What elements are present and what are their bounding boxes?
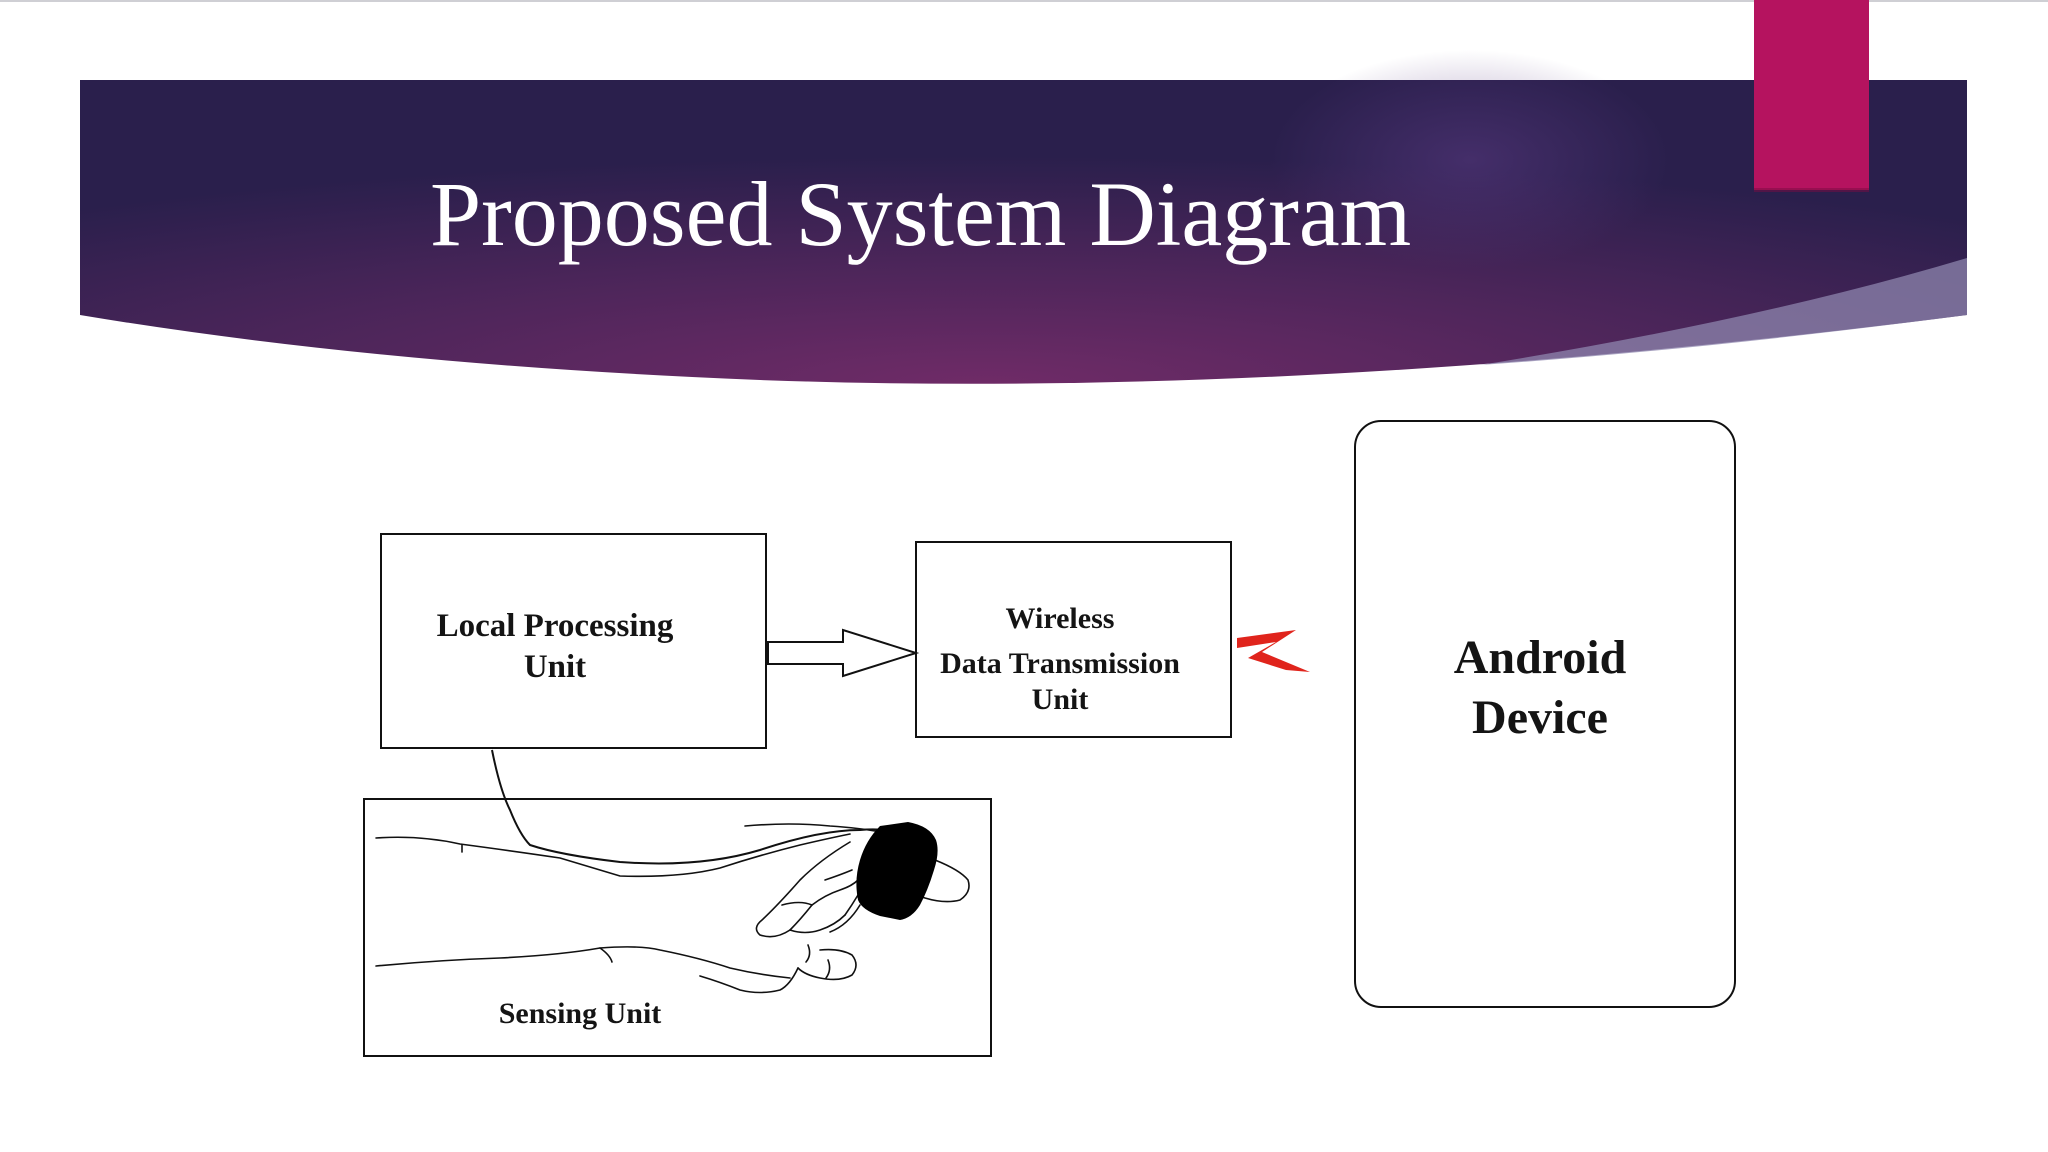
- sensing-unit-label: Sensing Unit: [498, 997, 662, 1030]
- slide-title: Proposed System Diagram: [430, 163, 1412, 265]
- hollow-arrow-right: [767, 628, 920, 678]
- data-transmission-unit-label: Data Transmission Unit: [920, 646, 1200, 718]
- top-border-line: [0, 0, 2048, 2]
- local-processing-unit-label: Local Processing Unit: [380, 606, 730, 689]
- data-transmission-unit-text: Data Transmission Unit: [940, 647, 1180, 716]
- local-processing-unit-text: Local Processing Unit: [436, 608, 674, 686]
- local-processing-unit-box: [380, 533, 767, 749]
- android-device-label: Android Device: [1360, 628, 1720, 748]
- finger-sensor: [856, 822, 938, 920]
- android-device-box: [1354, 420, 1736, 1008]
- sensing-unit-box: [363, 798, 992, 1057]
- banner-glow: [1270, 50, 1670, 270]
- lightning-bolt-icon: [1237, 630, 1310, 672]
- banner-swoosh: [1480, 258, 1967, 365]
- android-device-text: Android Device: [1453, 631, 1627, 744]
- accent-tab: [1754, 0, 1869, 190]
- wireless-transmission-unit-box: [915, 541, 1232, 738]
- sensor-cable: [491, 749, 896, 865]
- wireless-label: Wireless: [1005, 602, 1115, 635]
- accent-tab-shadow: [1754, 188, 1869, 192]
- hand-sketch-with-finger-sensor: [375, 823, 970, 994]
